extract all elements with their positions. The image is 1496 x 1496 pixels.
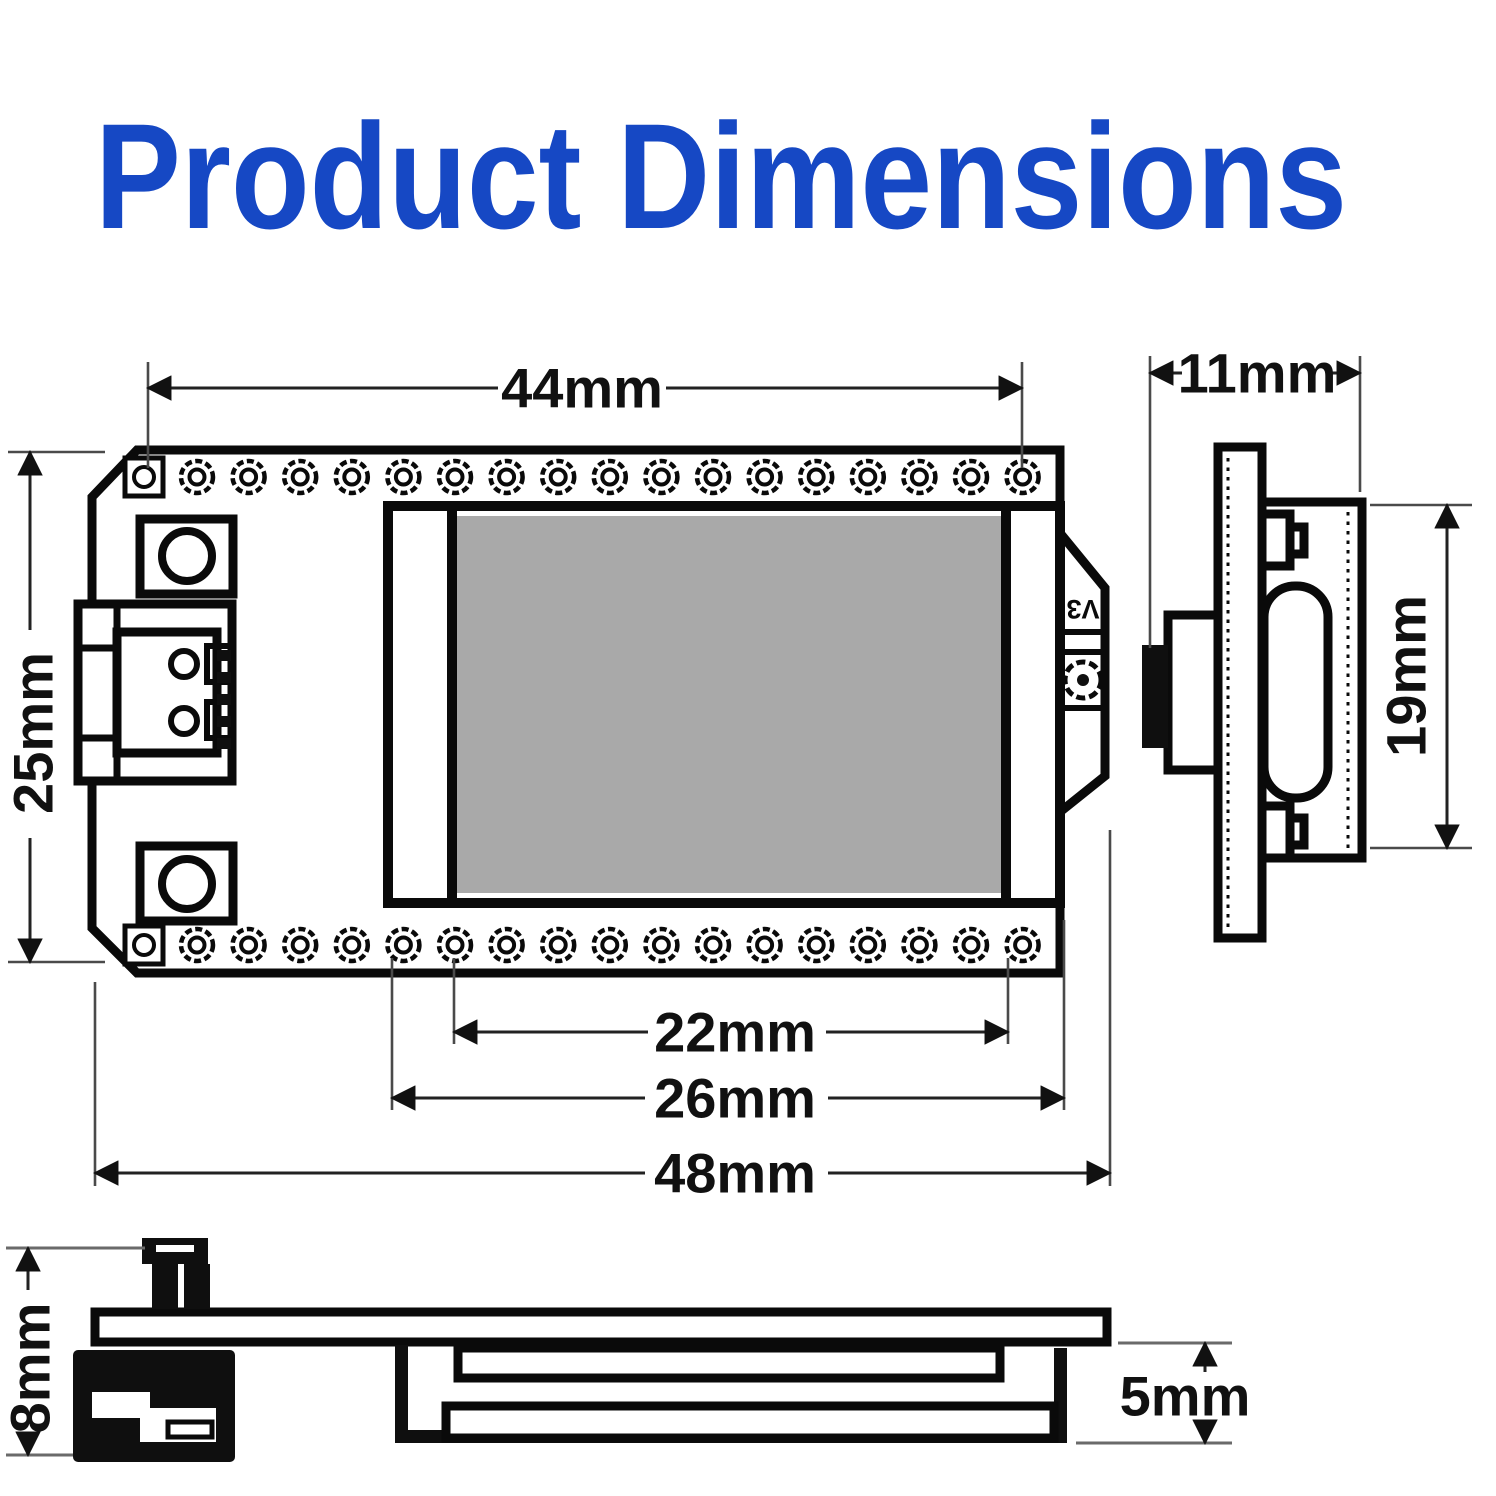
pin-pad-round xyxy=(694,458,732,496)
pin-pad-round xyxy=(178,926,216,964)
dim-11mm: 11mm xyxy=(1147,342,1363,648)
pin-pad-square xyxy=(122,455,166,499)
dim-label-26mm: 26mm xyxy=(654,1067,816,1130)
dim-label-8mm: 8mm xyxy=(0,1303,62,1434)
dim-22mm: 22mm xyxy=(451,958,1011,1064)
button-bottom xyxy=(135,841,238,926)
usb-connector xyxy=(73,599,237,786)
pin-pad-round xyxy=(643,926,680,964)
pin-pad-round xyxy=(746,926,783,964)
dim-label-48mm: 48mm xyxy=(654,1142,816,1205)
dim-label-22mm: 22mm xyxy=(654,1001,816,1064)
profile-pcb xyxy=(90,1307,1112,1347)
oled-display xyxy=(383,501,1065,908)
antenna-ring xyxy=(1062,659,1104,701)
pin-pad-round xyxy=(488,458,525,496)
pin-pad-round xyxy=(333,458,371,496)
pin-pad-round xyxy=(952,458,990,496)
pin-pad-round xyxy=(333,926,371,964)
board-version-marking: V3 xyxy=(1066,594,1099,624)
side-module-can xyxy=(1259,581,1333,803)
side-tab-bottom xyxy=(1257,801,1309,863)
dim-48mm: 48mm xyxy=(92,830,1113,1205)
antenna-pad xyxy=(1057,649,1108,711)
pin-pad-round xyxy=(281,926,319,964)
side-header xyxy=(1142,610,1223,775)
pin-pad-round xyxy=(797,458,835,496)
dim-44mm: 44mm xyxy=(145,357,1025,468)
pin-pad-round xyxy=(488,926,525,964)
pin-pad-round xyxy=(591,458,629,496)
button-top xyxy=(135,514,238,599)
pin-pad-round xyxy=(230,458,267,496)
pin-pad-square xyxy=(122,923,166,967)
pin-pad-round xyxy=(178,458,216,496)
pin-pad-round xyxy=(385,926,422,964)
pin-pad-round xyxy=(797,926,835,964)
pin-pad-round xyxy=(952,926,990,964)
pin-pad-round xyxy=(1004,458,1041,496)
page-title: Product Dimensions xyxy=(95,92,1347,260)
side-tab-top xyxy=(1257,509,1309,571)
profile-usb xyxy=(73,1350,235,1462)
dim-5mm: 5mm xyxy=(1076,1340,1251,1446)
dim-label-25mm: 25mm xyxy=(2,652,65,814)
dim-26mm: 26mm xyxy=(389,920,1067,1130)
dim-8mm: 8mm xyxy=(0,1245,145,1458)
antenna-dot xyxy=(1077,674,1089,686)
pin-pad-round xyxy=(385,458,422,496)
pin-pad-round xyxy=(436,926,474,964)
pin-pad-round xyxy=(746,458,783,496)
pin-rows xyxy=(122,455,1041,967)
side-pcb xyxy=(1213,442,1267,943)
pin-pad-round xyxy=(643,458,680,496)
pin-pad-round xyxy=(694,926,732,964)
pin-pad-round xyxy=(901,458,938,496)
profile-display xyxy=(395,1343,1067,1443)
profile-antenna-sma xyxy=(142,1238,210,1309)
usb-crimp-teeth xyxy=(217,650,231,749)
dim-19mm: 19mm xyxy=(1370,502,1472,851)
pin-pad-round xyxy=(1004,926,1041,964)
pin-pad-round xyxy=(539,458,577,496)
side-view xyxy=(1142,442,1367,943)
pin-pad-round xyxy=(591,926,629,964)
pin-pad-round xyxy=(539,926,577,964)
pin-pad-round xyxy=(901,926,938,964)
dim-label-44mm: 44mm xyxy=(501,357,663,420)
pin-pad-round xyxy=(436,458,474,496)
dim-25mm: 25mm xyxy=(2,449,105,965)
dim-label-5mm: 5mm xyxy=(1120,1365,1251,1428)
display-screen xyxy=(457,516,1001,893)
pin-pad-round xyxy=(849,458,887,496)
dim-label-19mm: 19mm xyxy=(1375,595,1438,757)
pin-pad-round xyxy=(281,458,319,496)
front-view: V3 xyxy=(73,445,1110,978)
antenna-tab: V3 xyxy=(1057,594,1108,711)
pin-pad-round xyxy=(849,926,887,964)
profile-view xyxy=(73,1238,1112,1462)
dim-label-11mm: 11mm xyxy=(1178,342,1337,405)
pin-pad-round xyxy=(230,926,267,964)
